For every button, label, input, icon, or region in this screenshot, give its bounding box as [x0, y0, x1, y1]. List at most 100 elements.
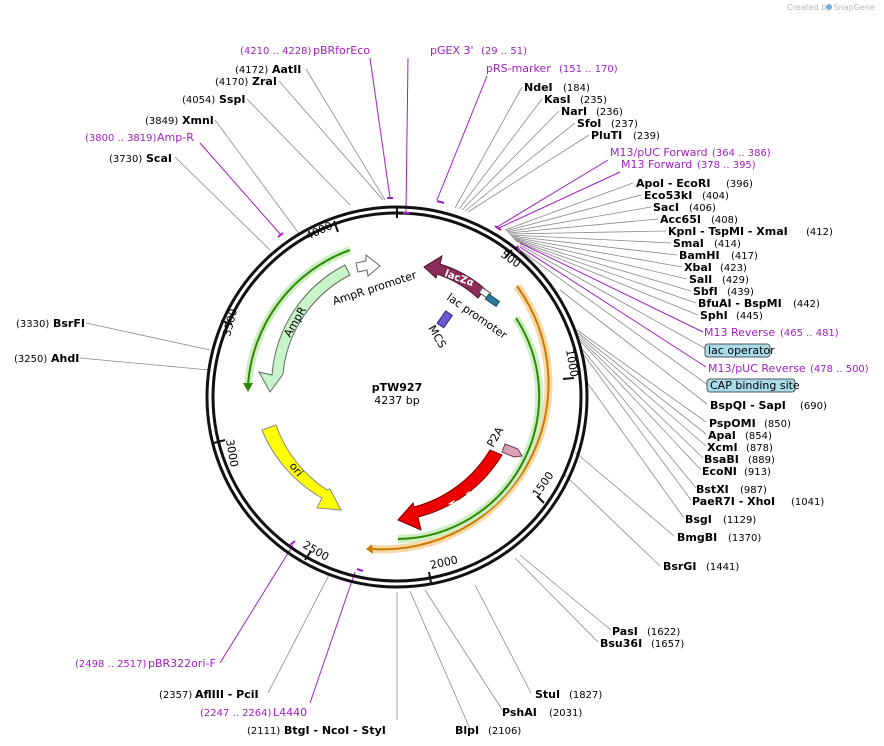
cds-arc-left-arrowhead — [243, 383, 253, 392]
primer-m13-forward-pos: (378 .. 395) — [697, 160, 756, 171]
ori-arrow — [261, 424, 342, 511]
box-leader-lines — [519, 244, 709, 386]
primer-m13-puc-reverse[interactable]: M13/pUC Reverse — [708, 362, 806, 375]
site-scai[interactable]: ScaI — [146, 152, 172, 165]
site-bstxi-pos: (987) — [740, 485, 767, 496]
site-paer7i-xhoi[interactable]: PaeR7I - XhoI — [692, 495, 775, 508]
site-sfoi[interactable]: SfoI — [577, 117, 601, 130]
site-econi[interactable]: EcoNI — [702, 465, 737, 478]
site-xmni[interactable]: XmnI — [182, 114, 214, 127]
site-bfuai-bspmi[interactable]: BfuAI - BspMI — [698, 297, 782, 310]
site-bsabi[interactable]: BsaBI — [704, 453, 739, 466]
site-btgi-ncoi-styi[interactable]: BtgI - NcoI - StyI — [284, 724, 386, 737]
ampr-arrow — [258, 264, 351, 393]
primer-m13-reverse[interactable]: M13 Reverse — [704, 326, 775, 339]
site-kasi-pos: (235) — [580, 95, 607, 106]
site-apai[interactable]: ApaI — [708, 429, 736, 442]
site-sali-pos: (429) — [722, 275, 749, 286]
leader-lines — [79, 68, 708, 730]
site-stui[interactable]: StuI — [535, 688, 560, 701]
site-afliii-pcii[interactable]: AflIII - PciI — [195, 688, 259, 701]
left-site-labels: (4172) AatII (4170) ZraI (4054) SspI (38… — [14, 63, 386, 737]
site-xbai-pos: (423) — [720, 263, 747, 274]
site-bstxi[interactable]: BstXI — [696, 483, 729, 496]
site-sali[interactable]: SalI — [689, 273, 712, 286]
site-pluti-pos: (239) — [633, 131, 660, 142]
site-kpni-tspmi-xmai[interactable]: KpnI - TspMI - XmaI — [668, 225, 788, 238]
cap-binding-site-box[interactable] — [706, 378, 796, 393]
site-apoi-ecori[interactable]: ApoI - EcoRI — [636, 177, 710, 190]
mcs-label: MCS — [425, 323, 448, 350]
site-saci[interactable]: SacI — [653, 201, 679, 214]
site-aatii[interactable]: AatII — [272, 63, 301, 76]
site-pspomi-pos: (850) — [764, 419, 791, 430]
primer-l4440[interactable]: L4440 — [273, 706, 307, 719]
primer-pgex3-pos: (29 .. 51) — [481, 46, 527, 57]
site-ahdi-pos: (3250) — [14, 354, 47, 365]
site-xcmi[interactable]: XcmI — [707, 441, 738, 454]
primer-amp-r[interactable]: Amp-R — [157, 131, 194, 144]
site-zrai[interactable]: ZraI — [252, 75, 277, 88]
site-pspomi[interactable]: PspOMI — [709, 417, 756, 430]
site-acc65i[interactable]: Acc65I — [660, 213, 701, 226]
site-bsu36i[interactable]: Bsu36I — [600, 637, 642, 650]
site-sspi[interactable]: SspI — [219, 93, 245, 106]
site-bsrfi[interactable]: BsrFI — [53, 317, 85, 330]
primer-pbr322ori-f-pos: (2498 .. 2517) — [75, 659, 147, 670]
site-ahdi[interactable]: AhdI — [51, 352, 79, 365]
cap-binding-site-label: CAP binding site — [710, 379, 800, 392]
primer-m13-puc-forward[interactable]: M13/pUC Forward — [610, 146, 708, 159]
site-sbfi[interactable]: SbfI — [693, 285, 718, 298]
site-smai[interactable]: SmaI — [673, 237, 704, 250]
site-bsu36i-pos: (1657) — [651, 639, 684, 650]
plasmid-name: pTW927 — [372, 381, 422, 394]
tick-3500: 3500 — [220, 307, 240, 337]
site-bsrgi[interactable]: BsrGI — [663, 560, 696, 573]
site-bspqi-sapi-pos: (690) — [800, 401, 827, 412]
site-pasi[interactable]: PasI — [612, 625, 638, 638]
tick-1000: 1000 — [563, 348, 581, 378]
site-bsrgi-pos: (1441) — [706, 562, 739, 573]
primer-pbrforeco[interactable]: pBRforEco — [313, 44, 370, 57]
site-blpi[interactable]: BlpI — [455, 724, 479, 737]
site-bmgbi[interactable]: BmgBI — [677, 531, 717, 544]
primer-m13-forward[interactable]: M13 Forward — [621, 158, 692, 171]
lac-promoter-label: lac promoter — [444, 291, 510, 342]
site-bsrfi-pos: (3330) — [16, 319, 49, 330]
primer-pbr322ori-f[interactable]: pBR322ori-F — [148, 657, 216, 670]
primer-prs-marker-pos: (151 .. 170) — [559, 64, 618, 75]
site-saci-pos: (406) — [689, 203, 716, 214]
cap-site-mark — [484, 293, 501, 308]
site-nari[interactable]: NarI — [561, 105, 587, 118]
site-kasi[interactable]: KasI — [544, 93, 571, 106]
primer-l4440-pos: (2247 .. 2264) — [200, 708, 272, 719]
lac-operator-box[interactable] — [704, 343, 771, 358]
lacz-alpha-arrow — [423, 254, 486, 299]
site-pshai-pos: (2031) — [549, 708, 582, 719]
site-afliii-pcii-pos: (2357) — [159, 690, 192, 701]
site-pasi-pos: (1622) — [647, 627, 680, 638]
site-stui-pos: (1827) — [569, 690, 602, 701]
site-ndei[interactable]: NdeI — [524, 81, 553, 94]
tick-marks — [213, 207, 575, 584]
site-pshai[interactable]: PshAI — [502, 706, 537, 719]
site-aatii-pos: (4172) — [235, 65, 268, 76]
site-sfoi-pos: (237) — [611, 119, 638, 130]
site-pluti[interactable]: PluTI — [591, 129, 622, 142]
site-sphi[interactable]: SphI — [700, 309, 728, 322]
site-bspqi-sapi[interactable]: BspQI - SapI — [710, 399, 786, 412]
site-smai-pos: (414) — [714, 239, 741, 250]
site-apai-pos: (854) — [745, 431, 772, 442]
site-xbai[interactable]: XbaI — [684, 261, 712, 274]
site-eco53ki-pos: (404) — [702, 191, 729, 202]
primer-pgex3[interactable]: pGEX 3' — [430, 44, 474, 57]
site-eco53ki[interactable]: Eco53kI — [644, 189, 692, 202]
site-econi-pos: (913) — [744, 467, 771, 478]
primer-prs-marker[interactable]: pRS-marker — [486, 62, 551, 75]
mcs-mark — [436, 310, 453, 329]
site-bsgi[interactable]: BsgI — [685, 513, 712, 526]
site-bamhi[interactable]: BamHI — [679, 249, 720, 262]
site-sbfi-pos: (439) — [727, 287, 754, 298]
